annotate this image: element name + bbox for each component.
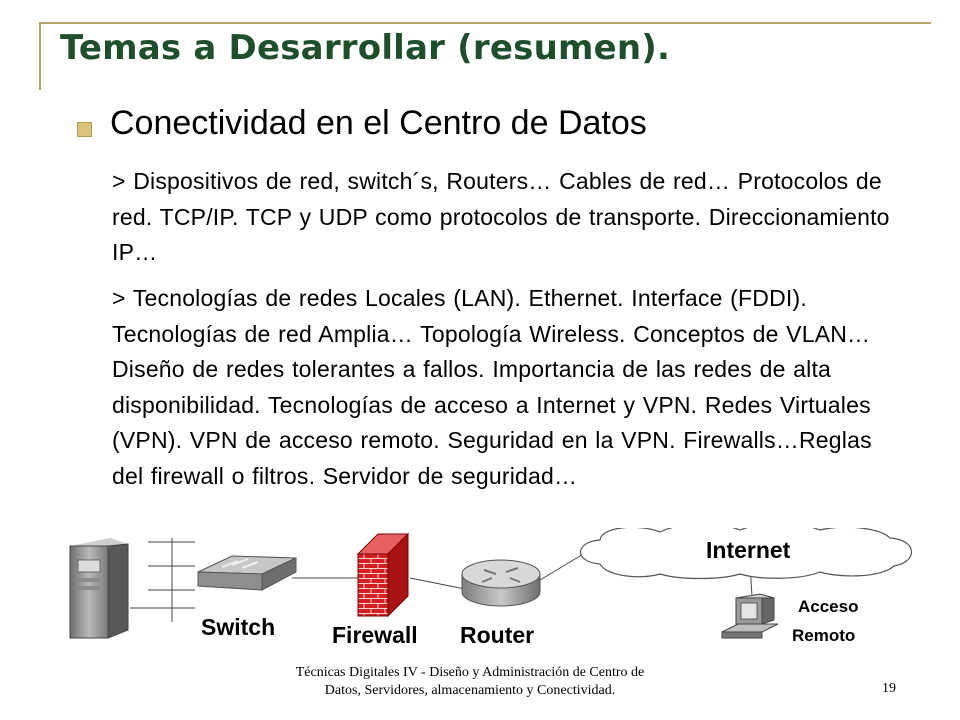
slide-heading: Conectividad en el Centro de Datos — [110, 104, 647, 142]
internet-label: Internet — [706, 537, 791, 563]
switch-label: Switch — [201, 614, 276, 640]
footer-line-2: Datos, Servidores, almacenamiento y Cone… — [324, 683, 616, 698]
frame-vertical-rule — [39, 22, 41, 90]
network-diagram: Switch Firewall Router Internet Acceso R… — [0, 523, 960, 660]
router-label: Router — [460, 622, 535, 648]
frame-horizontal-rule — [39, 22, 931, 24]
remote-access-label-line2: Remoto — [792, 626, 856, 645]
footer-text: Técnicas Digitales IV - Diseño y Adminis… — [250, 664, 690, 700]
footer-line-1: Técnicas Digitales IV - Diseño y Adminis… — [295, 665, 645, 680]
server-icon — [69, 538, 129, 639]
switch-icon — [197, 555, 297, 591]
firewall-icon — [356, 532, 410, 618]
slide-title: Temas a Desarrollar (resumen). — [60, 28, 671, 68]
firewall-label: Firewall — [332, 622, 418, 648]
network-diagram-svg — [69, 523, 913, 639]
page-number: 19 — [882, 681, 896, 696]
router-icon — [461, 559, 541, 607]
body-paragraph-technologies: > Tecnologías de redes Locales (LAN). Et… — [112, 285, 872, 489]
bullet-square-icon — [77, 122, 92, 137]
body-paragraph-devices: > Dispositivos de red, switch´s, Routers… — [112, 168, 890, 265]
connection-lines — [130, 538, 753, 622]
remote-access-label-line1: Acceso — [798, 597, 859, 616]
computer-icon — [721, 593, 779, 639]
